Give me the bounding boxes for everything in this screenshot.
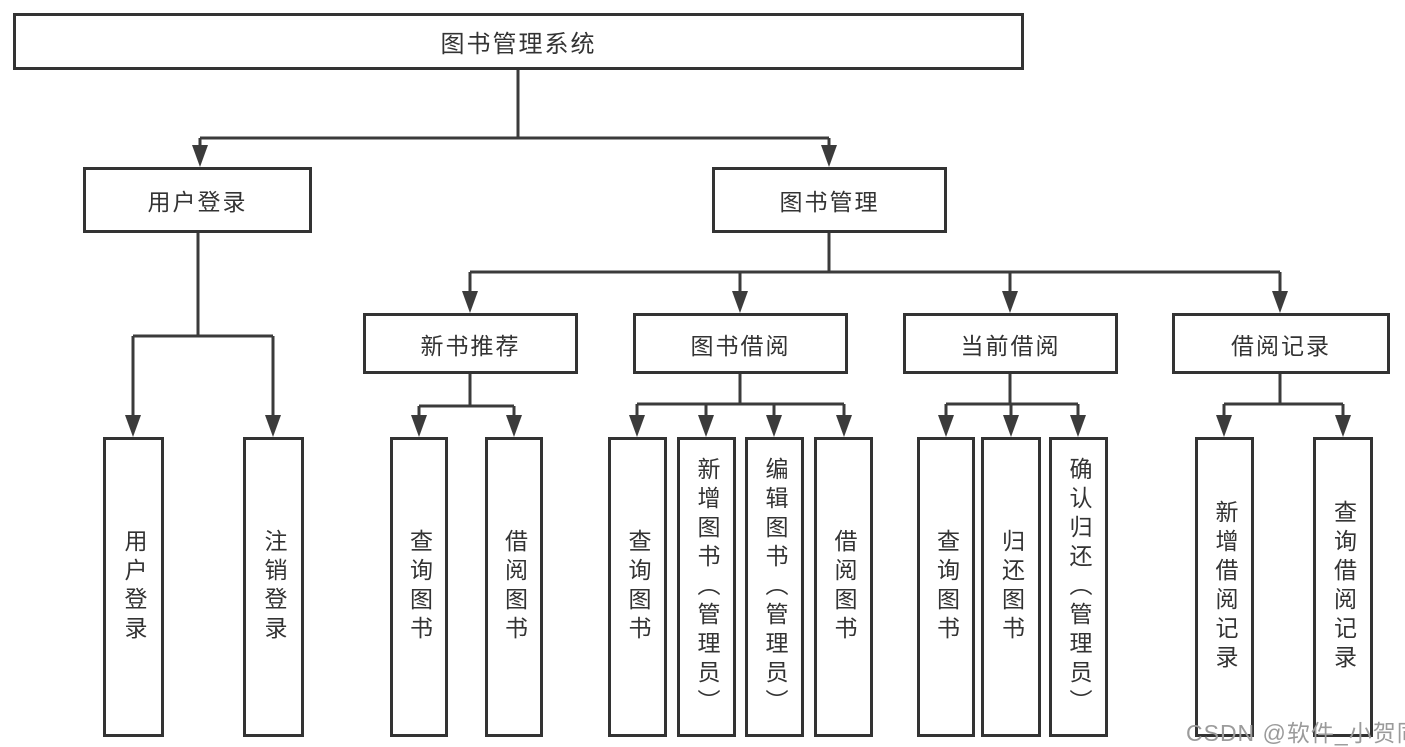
leaf-add-book-admin-label: 新增图书（管理员） (694, 456, 720, 718)
node-borrow-records-label: 借阅记录 (1231, 332, 1331, 359)
leaf-recommend-borrow-books-label: 借阅图书 (501, 529, 528, 645)
leaf-logout-label: 注销登录 (261, 529, 287, 645)
node-new-book-recommend-label: 新书推荐 (420, 332, 521, 359)
node-book-management-label: 图书管理 (779, 189, 880, 215)
connector-root-to-level2 (192, 69, 837, 167)
leaf-borrow-books: 借阅图书 (814, 437, 873, 737)
node-user-login: 用户登录 (83, 167, 312, 233)
connector-borrow-records-to-leaves (1216, 374, 1351, 437)
node-user-login-label: 用户登录 (147, 189, 248, 215)
leaf-borrow-query-books-label: 查询图书 (625, 529, 651, 645)
leaf-return-books: 归还图书 (981, 437, 1041, 737)
node-book-borrow: 图书借阅 (633, 313, 848, 374)
leaf-confirm-return-admin-label: 确认归还（管理员） (1066, 456, 1092, 718)
leaf-borrow-books-label: 借阅图书 (831, 529, 857, 645)
leaf-add-book-admin: 新增图书（管理员） (677, 437, 736, 737)
node-root: 图书管理系统 (13, 13, 1024, 70)
leaf-edit-book-admin: 编辑图书（管理员） (745, 437, 804, 737)
node-current-borrow-label: 当前借阅 (960, 332, 1061, 359)
connector-book-management-to-level3 (462, 233, 1288, 313)
connector-book-borrow-to-leaves (629, 374, 852, 437)
leaf-borrow-query-books: 查询图书 (608, 437, 667, 737)
node-book-management: 图书管理 (712, 167, 947, 233)
leaf-user-login-label: 用户登录 (121, 529, 147, 645)
csdn-watermark: CSDN @软件_小贺同学 (1186, 720, 1405, 746)
leaf-recommend-query-books-label: 查询图书 (406, 529, 433, 645)
leaf-recommend-borrow-books: 借阅图书 (485, 437, 543, 737)
leaf-current-query-books: 查询图书 (917, 437, 975, 737)
node-root-label: 图书管理系统 (440, 31, 597, 58)
connector-new-book-recommend-to-leaves (411, 374, 522, 437)
leaf-logout: 注销登录 (243, 437, 304, 737)
node-book-borrow-label: 图书借阅 (690, 332, 791, 359)
leaf-query-borrow-record: 查询借阅记录 (1313, 437, 1373, 737)
node-new-book-recommend: 新书推荐 (363, 313, 578, 374)
connector-user-login-to-leaves (125, 233, 281, 437)
leaf-current-query-books-label: 查询图书 (933, 529, 960, 645)
leaf-return-books-label: 归还图书 (998, 529, 1025, 645)
node-current-borrow: 当前借阅 (903, 313, 1118, 374)
leaf-add-borrow-record-label: 新增借阅记录 (1212, 500, 1238, 674)
connector-current-borrow-to-leaves (938, 374, 1086, 437)
leaf-recommend-query-books: 查询图书 (390, 437, 448, 737)
node-borrow-records: 借阅记录 (1172, 313, 1390, 374)
leaf-edit-book-admin-label: 编辑图书（管理员） (762, 456, 788, 718)
leaf-query-borrow-record-label: 查询借阅记录 (1330, 500, 1357, 674)
leaf-user-login: 用户登录 (103, 437, 164, 737)
leaf-confirm-return-admin: 确认归还（管理员） (1049, 437, 1108, 737)
leaf-add-borrow-record: 新增借阅记录 (1195, 437, 1254, 737)
